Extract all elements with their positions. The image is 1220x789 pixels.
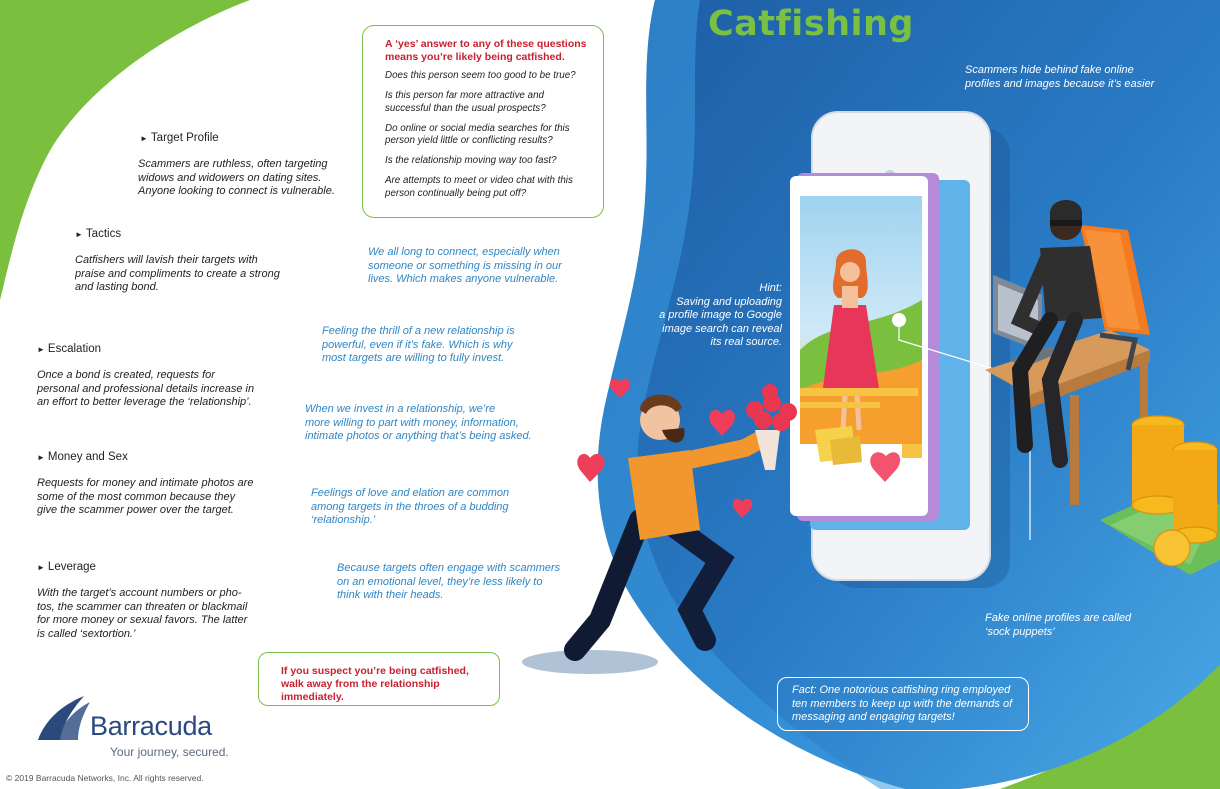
coin-stacks [1131,415,1218,567]
section-body-tactics: Catfishers will lavish their targets wit… [75,254,280,293]
question-item: Is the relationship moving way too fast? [385,155,557,166]
warning-box: If you suspect you’re being catfished, w… [258,652,500,706]
section-heading-target-profile: ►Target Profile [140,132,219,144]
warning-text: If you suspect you’re being catfished, w… [281,665,469,703]
blue-wave-highlight [597,0,905,789]
section-heading-money-and-sex: ►Money and Sex [37,451,128,463]
blue-note: Feeling the thrill of a new relationship… [322,325,515,364]
barracuda-logo: Barracuda [90,711,212,741]
question-item: Is this person far more attractive and s… [385,90,546,114]
question-item: Do online or social media searches for t… [385,122,570,147]
fact-box: Fact: One notorious catfishing ring empl… [777,677,1029,731]
logo-tagline: Your journey, secured. [110,745,229,759]
question-item: Are attempts to meet or video chat with … [385,175,573,199]
question-item: Does this person seem too good to be tru… [385,70,576,81]
page-title: Catfishing [708,4,914,44]
questions-box: A ‘yes’ answer to any of these questions… [362,25,604,218]
blue-note: Because targets often engage with scamme… [337,562,561,601]
section-body-money-and-sex: Requests for money and intimate photos a… [37,477,254,516]
section-heading-escalation: ►Escalation [37,343,101,355]
section-heading-tactics: ►Tactics [75,228,122,240]
questions-heading: A ‘yes’ answer to any of these questions… [385,38,587,63]
green-corner-bottom-right [1000,660,1220,789]
section-heading-leverage: ►Leverage [37,561,96,573]
white-note-sock-puppets: Fake online profiles are called‘sock pup… [985,612,1132,638]
barracuda-fish-icon [38,696,84,740]
green-corner-top-left [0,0,250,300]
copyright: © 2019 Barracuda Networks, Inc. All righ… [6,773,204,783]
section-body-leverage: With the target’s account numbers or pho… [37,587,248,640]
